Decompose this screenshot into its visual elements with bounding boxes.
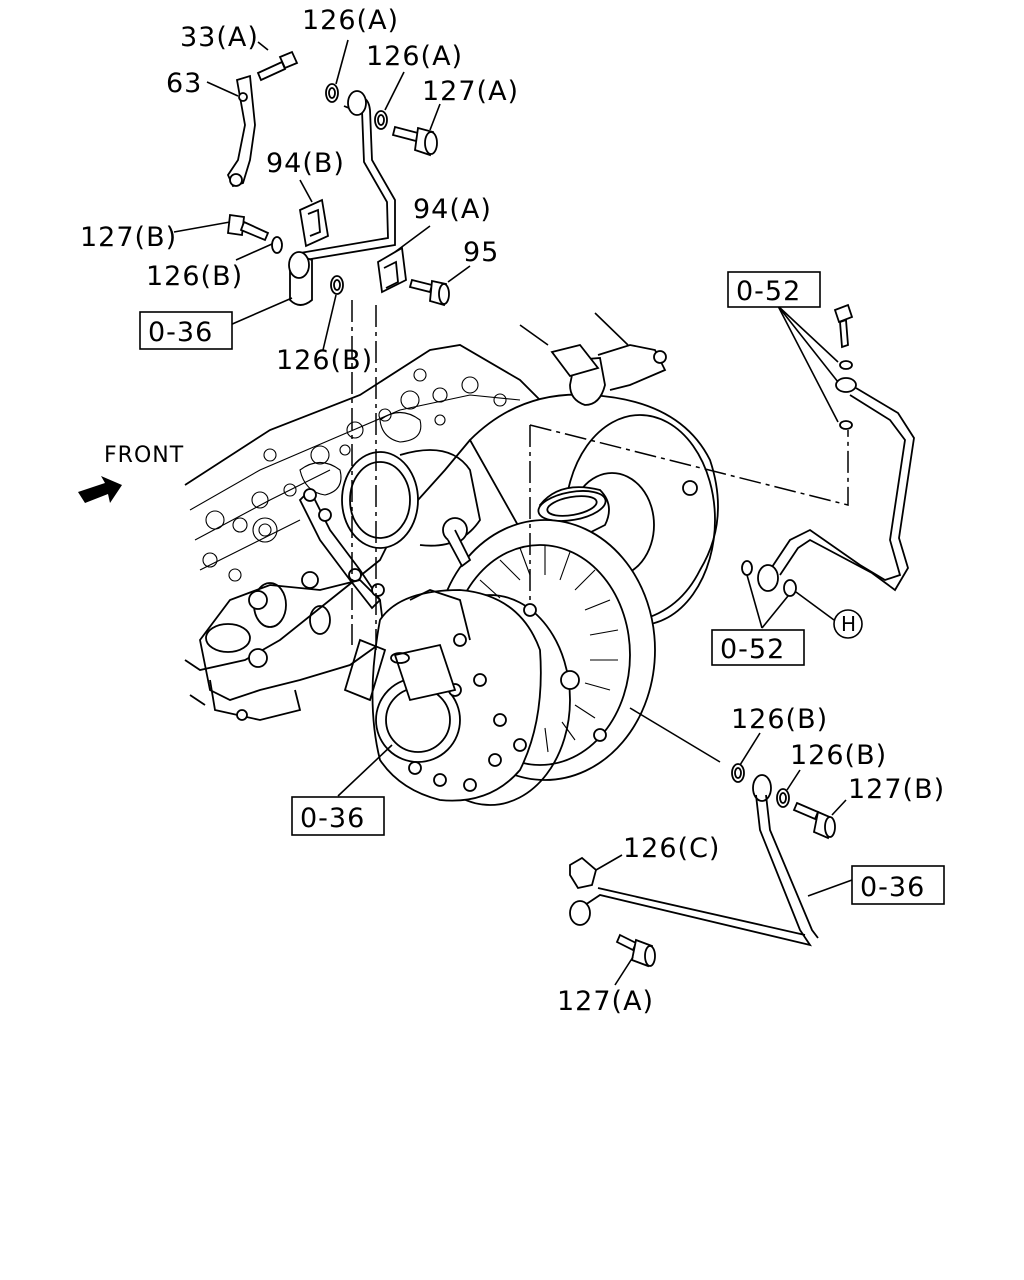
ref-box-036-top[interactable]: 0-36	[139, 311, 233, 350]
front-label: FRONT	[104, 443, 184, 468]
callout-127b-right: 127(B)	[848, 774, 945, 805]
callout-127a-bottom: 127(A)	[557, 986, 654, 1017]
oil-pipe-lower	[569, 763, 819, 947]
ref-box-052-mid[interactable]: 0-52	[711, 629, 805, 666]
svg-text:H: H	[841, 612, 856, 636]
circle-marker-h: H	[833, 609, 863, 639]
ref-box-052-top[interactable]: 0-52	[727, 271, 821, 308]
callout-126b-right1: 126(B)	[731, 704, 828, 735]
clamp-94a	[377, 246, 407, 294]
bolt-127a-top	[391, 125, 438, 157]
callout-94b: 94(B)	[266, 148, 345, 179]
svg-text:0-52: 0-52	[720, 634, 785, 665]
callout-33a: 33(A)	[180, 22, 259, 53]
bolt-33a	[256, 50, 299, 82]
ref-box-036-bottom[interactable]: 0-36	[851, 865, 945, 905]
bolt-127b-right	[792, 801, 836, 840]
callout-94a: 94(A)	[413, 194, 492, 225]
bolt-127b-left	[227, 213, 270, 242]
svg-text:0-36: 0-36	[148, 317, 213, 348]
bolt-95	[408, 278, 450, 307]
leader-lines	[173, 39, 853, 986]
callout-63: 63	[166, 68, 202, 99]
engine-block	[184, 344, 546, 721]
turbocharger	[298, 343, 719, 806]
washer-126b-left1	[271, 236, 283, 254]
svg-text:0-36: 0-36	[860, 872, 925, 903]
svg-text:0-36: 0-36	[300, 803, 365, 834]
washer-126b-left2	[330, 275, 344, 295]
callout-127a-top: 127(A)	[422, 76, 519, 107]
oil-pipe-right	[741, 303, 915, 597]
callout-126a-1: 126(A)	[302, 5, 399, 36]
callout-126a-2: 126(A)	[366, 41, 463, 72]
callout-126b-right2: 126(B)	[790, 740, 887, 771]
washer-126a-1	[325, 83, 339, 103]
callout-95: 95	[463, 237, 499, 268]
callout-126c: 126(C)	[623, 833, 720, 864]
washer-126a-2	[374, 110, 388, 130]
callout-126b-left2: 126(B)	[276, 345, 373, 376]
oil-pipe-upper	[288, 90, 396, 306]
front-arrow-icon	[78, 476, 122, 503]
clamp-94b	[298, 198, 330, 248]
svg-text:0-52: 0-52	[736, 276, 801, 307]
ref-box-036-mid[interactable]: 0-36	[291, 796, 385, 836]
bracket-63	[226, 74, 256, 188]
callout-127b-left: 127(B)	[80, 222, 177, 253]
bolt-127a-bottom	[615, 933, 656, 968]
callout-126b-left1: 126(B)	[146, 261, 243, 292]
